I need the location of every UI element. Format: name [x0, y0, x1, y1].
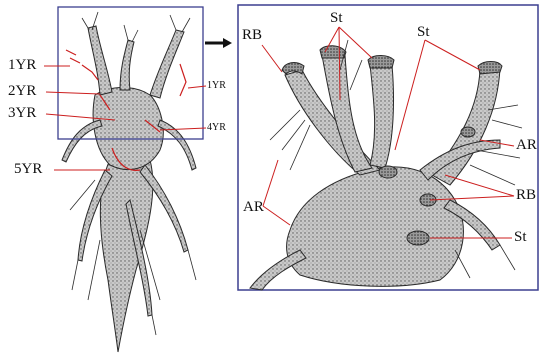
label-4yr: 4YR	[207, 123, 226, 133]
arrow-head	[223, 38, 232, 48]
label-1yr-right: 1YR	[207, 81, 226, 91]
label-2yr: 2YR	[8, 84, 36, 99]
left-root-drawing	[62, 26, 196, 352]
label-3yr: 3YR	[8, 106, 36, 121]
label-st-top: St	[330, 11, 343, 26]
label-ar-left: AR	[243, 200, 264, 215]
label-1yr-left: 1YR	[8, 58, 36, 73]
label-rb-right: RB	[516, 188, 536, 203]
label-rb-top: RB	[242, 28, 262, 43]
label-5yr: 5YR	[14, 162, 42, 177]
label-ar-right: AR	[516, 138, 537, 153]
label-st-bottom: St	[514, 230, 527, 245]
label-st-top-right: St	[417, 25, 430, 40]
